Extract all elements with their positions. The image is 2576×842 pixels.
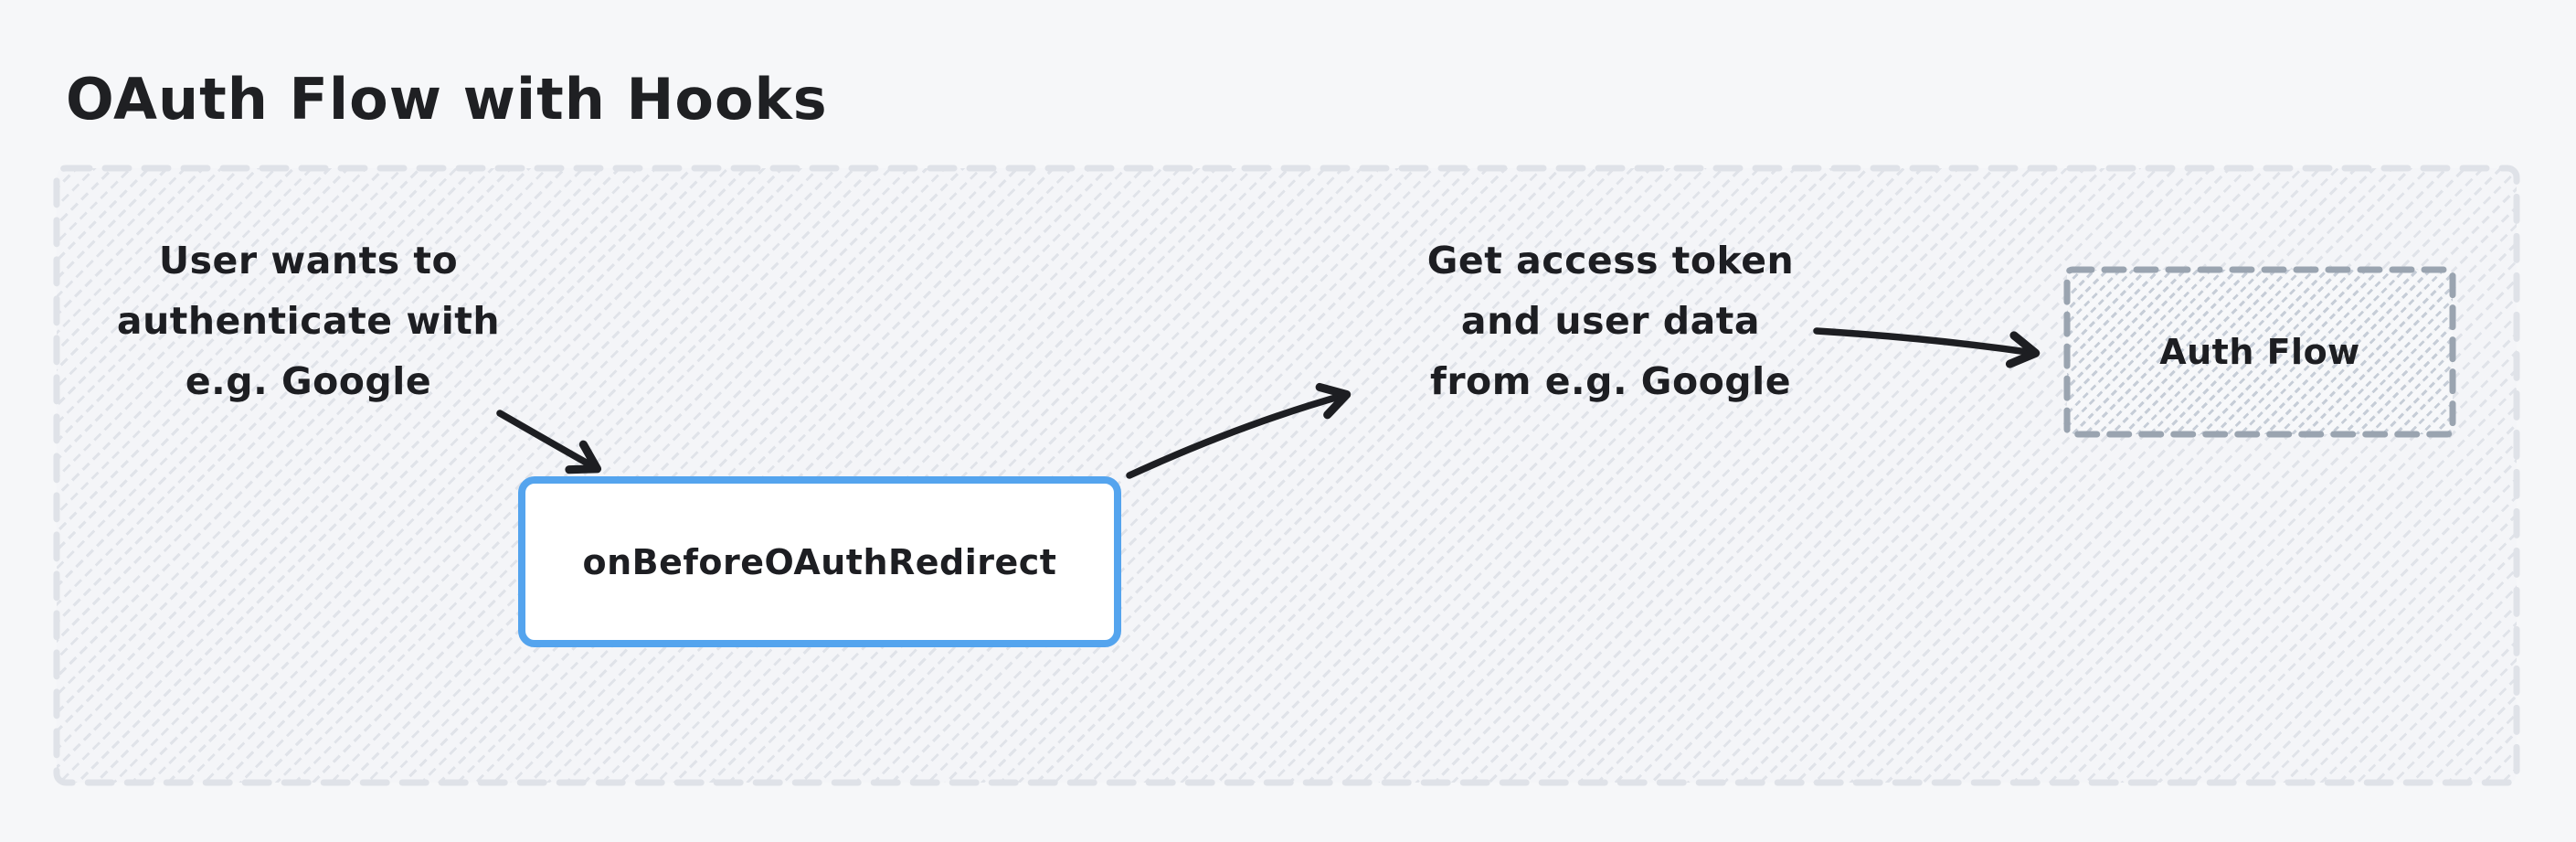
note-token-fetch: Get access token and user data from e.g.… <box>1426 239 1795 403</box>
node-onbeforeoauthredirect: onBeforeOAuthRedirect <box>518 476 1121 647</box>
node-auth-flow-label: Auth Flow <box>2159 332 2360 372</box>
node-auth-flow: Auth Flow <box>2067 270 2453 434</box>
note-user-intent: User wants to authenticate with e.g. Goo… <box>116 239 501 403</box>
page-title: OAuth Flow with Hooks <box>66 66 828 133</box>
node-onbeforeoauthredirect-label: onBeforeOAuthRedirect <box>582 541 1057 582</box>
